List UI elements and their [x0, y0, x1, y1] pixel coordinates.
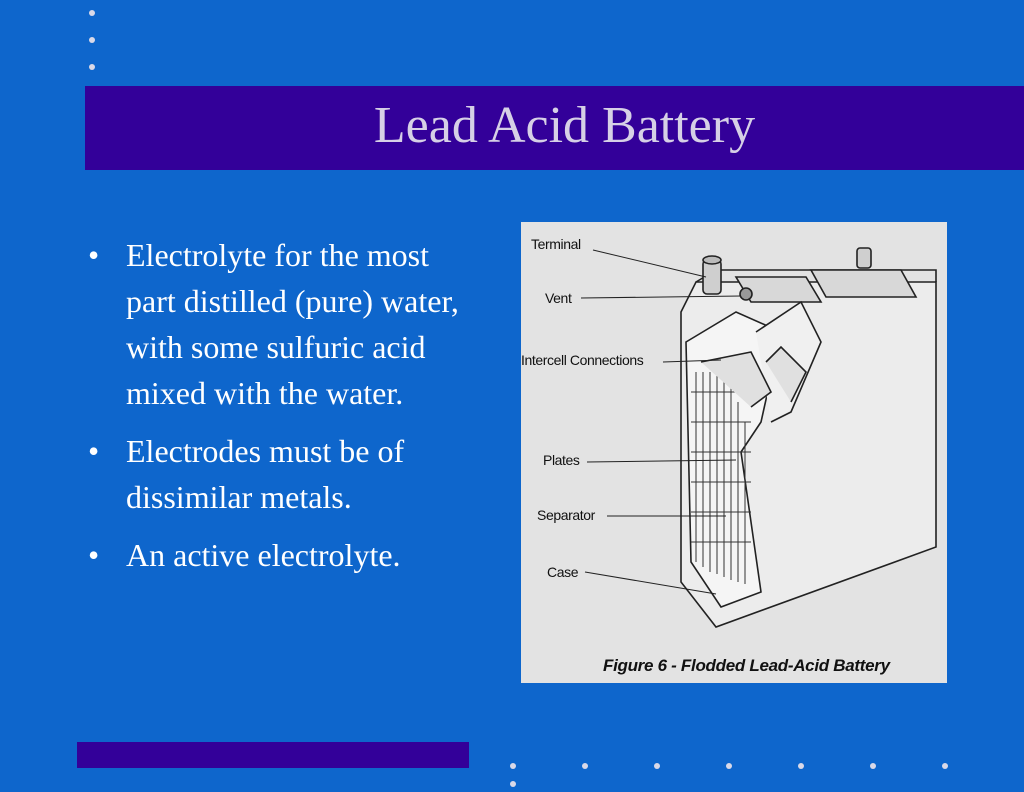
label-vent: Vent — [545, 290, 572, 306]
label-separator: Separator — [537, 507, 595, 523]
bullet-item: Electrodes must be of dissimilar metals. — [84, 428, 484, 520]
dot — [510, 763, 516, 769]
label-plates: Plates — [543, 452, 580, 468]
dot — [870, 763, 876, 769]
battery-figure: Terminal Vent Intercell Connections Plat… — [521, 222, 947, 683]
label-terminal: Terminal — [531, 236, 581, 252]
decorative-dots-horizontal — [510, 756, 1024, 792]
slide-title: Lead Acid Battery — [373, 97, 756, 154]
label-intercell: Intercell Connections — [521, 352, 644, 368]
dot — [89, 37, 95, 43]
dot — [726, 763, 732, 769]
decorative-dots-vertical — [89, 10, 95, 91]
dot — [654, 763, 660, 769]
bottom-bar — [77, 742, 469, 768]
title-band: Lead Acid Battery — [85, 86, 1024, 170]
bullet-item: Electrolyte for the most part distilled … — [84, 232, 484, 416]
figure-caption: Figure 6 - Flodded Lead-Acid Battery — [603, 656, 890, 675]
dot — [89, 10, 95, 16]
battery-diagram — [580, 247, 937, 628]
dot — [510, 781, 516, 787]
dot — [582, 763, 588, 769]
bullet-item: An active electrolyte. — [84, 532, 484, 578]
bullet-list: Electrolyte for the most part distilled … — [84, 232, 484, 590]
dot — [942, 763, 948, 769]
dot — [798, 763, 804, 769]
dot — [89, 64, 95, 70]
label-case: Case — [547, 564, 579, 580]
